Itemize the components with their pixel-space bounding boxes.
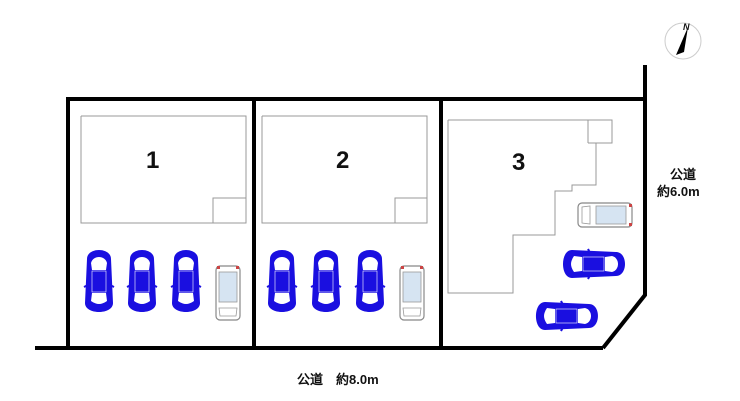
- north-compass-icon: [664, 22, 702, 60]
- right-road-label-line1: 公道: [670, 167, 697, 182]
- parking-lot3: [535, 202, 633, 332]
- building-footprints: [80, 115, 613, 294]
- parking-lot2: [266, 249, 425, 321]
- bottom-road-label: 公道 約8.0m: [297, 372, 379, 387]
- right-road-label-line2: 約6.0m: [657, 184, 700, 199]
- lot-number-1: 1: [146, 147, 160, 174]
- lot-number-3: 3: [512, 149, 526, 176]
- lot-boundaries: [35, 65, 647, 350]
- lot-number-2: 2: [336, 147, 350, 174]
- north-label: N: [683, 22, 690, 32]
- parking-lot1: [83, 249, 241, 321]
